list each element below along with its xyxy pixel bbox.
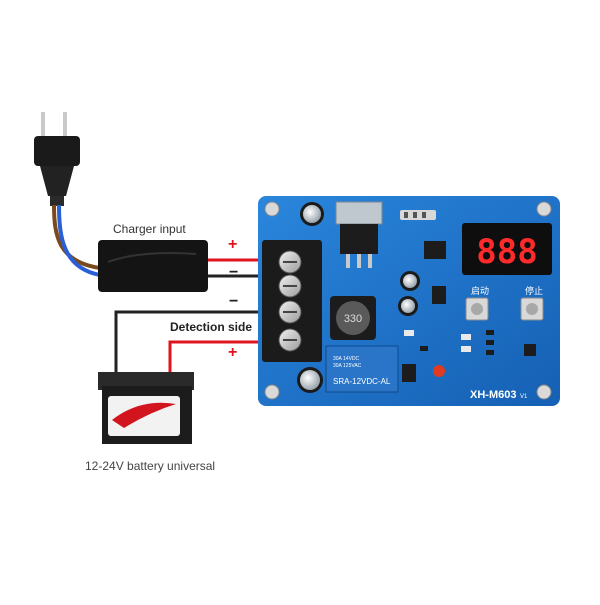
terminal-block xyxy=(262,240,322,362)
charger-brick xyxy=(98,240,208,292)
stop-button-cap[interactable] xyxy=(526,303,538,315)
ic-chip xyxy=(424,241,446,259)
charger-input-label: Charger input xyxy=(113,222,186,236)
board-model: XH-M603 xyxy=(470,389,516,401)
relay-rating-2: 30A 125VAC xyxy=(333,363,362,369)
board-version: V1 xyxy=(520,394,528,400)
inductor: 330 xyxy=(330,296,376,340)
detect-positive-sign: + xyxy=(228,344,238,361)
plug-prong-right xyxy=(63,112,67,138)
wire-brown xyxy=(52,204,101,270)
plug-strain-relief xyxy=(50,196,64,206)
smd-components xyxy=(404,330,536,356)
battery-label-swoosh xyxy=(112,402,176,428)
display-digits: 888 xyxy=(476,232,537,272)
hole-bottom-left xyxy=(264,384,280,400)
capacitor-mid2-cap xyxy=(401,299,415,313)
start-button-cap[interactable] xyxy=(471,303,483,315)
capacitor-top-cap xyxy=(303,205,321,223)
regulator xyxy=(335,201,383,268)
hole-top-right xyxy=(536,201,552,217)
plug-body xyxy=(40,166,74,196)
stop-label: 停止 xyxy=(525,285,543,297)
control-board: 330 888 启动 停止 xyxy=(258,196,560,406)
detect-negative-sign: − xyxy=(229,293,239,310)
status-led xyxy=(433,365,445,377)
relay-rating-1: 30A 14VDC xyxy=(333,356,360,362)
battery-label-text: 12-24V battery universal xyxy=(85,459,216,473)
plug-head xyxy=(34,136,80,166)
stop-button[interactable] xyxy=(520,297,544,321)
regulator-tab xyxy=(335,201,383,225)
mounting-holes xyxy=(264,201,552,400)
capacitor-mid xyxy=(398,271,420,316)
power-plug xyxy=(34,112,80,206)
charger-highlight xyxy=(107,252,197,263)
capacitor-bottom-cap xyxy=(300,370,320,390)
detection-side-label: Detection side xyxy=(170,320,253,334)
seven-segment-display: 888 xyxy=(462,223,552,275)
plug-prong-left xyxy=(41,112,45,138)
wire-blue xyxy=(57,204,101,277)
wire-detect-positive xyxy=(168,340,280,380)
relay: 30A 14VDC 30A 125VAC SRA-12VDC-AL xyxy=(325,345,399,393)
battery-lid xyxy=(98,372,194,390)
start-button[interactable] xyxy=(465,297,489,321)
header-connector xyxy=(400,210,436,220)
relay-model: SRA-12VDC-AL xyxy=(333,377,391,386)
header-pins xyxy=(400,210,436,220)
charger-negative-sign: − xyxy=(229,264,239,281)
transistor xyxy=(432,286,446,304)
wire-detect-negative xyxy=(114,310,280,382)
regulator-body xyxy=(340,224,378,254)
diode xyxy=(402,364,416,382)
relay-body xyxy=(325,345,399,393)
capacitor-mid-cap xyxy=(403,274,417,288)
display-housing xyxy=(462,223,552,275)
battery xyxy=(98,372,194,444)
start-label: 启动 xyxy=(471,285,489,297)
charger-body xyxy=(98,240,208,292)
capacitor-bottom xyxy=(297,367,323,393)
capacitor-top xyxy=(300,202,324,226)
inductor-core xyxy=(336,301,370,335)
charger-positive-sign: + xyxy=(228,236,238,253)
inductor-code: 330 xyxy=(344,313,362,325)
hole-top-left xyxy=(264,201,280,217)
hole-bottom-right xyxy=(536,384,552,400)
